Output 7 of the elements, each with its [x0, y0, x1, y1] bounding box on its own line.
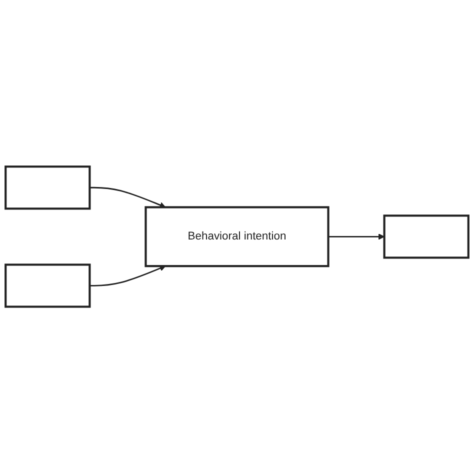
- node-box: [4, 264, 91, 308]
- node-box: [383, 214, 470, 260]
- arrow: [328, 234, 385, 240]
- arrow: [90, 187, 166, 208]
- node-box: [4, 166, 91, 210]
- arrow: [90, 266, 166, 287]
- node-box: Behavioral intention: [144, 206, 330, 268]
